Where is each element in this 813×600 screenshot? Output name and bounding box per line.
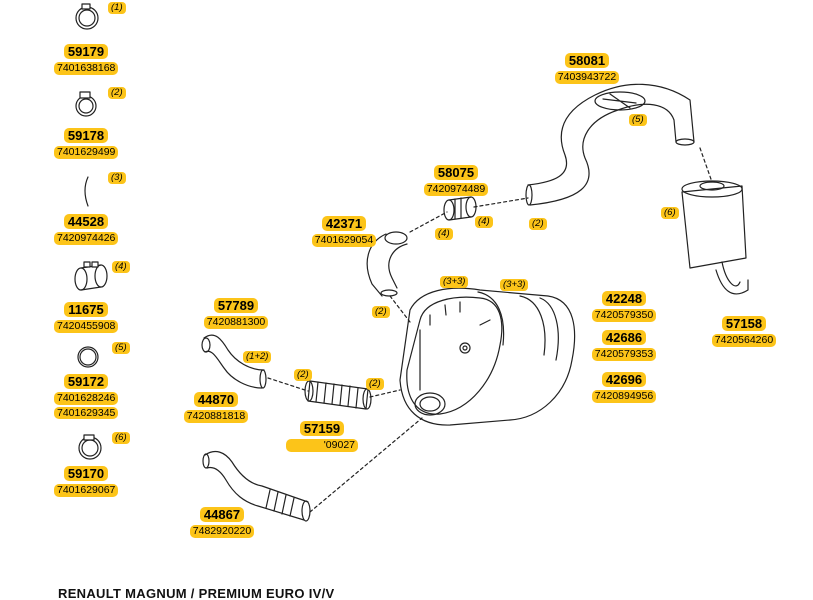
- legend-code: 59178: [63, 128, 109, 143]
- part-label: 42371 7401629054: [304, 216, 384, 247]
- legend-code: 59170: [63, 466, 109, 481]
- legend-item: 59178 7401629499: [54, 128, 119, 159]
- lower-flex-pipe-part: [202, 450, 311, 522]
- quantity-tag: (5): [112, 342, 130, 355]
- quantity-tag: (3+3): [440, 276, 469, 289]
- part-number: 7403943722: [554, 71, 620, 84]
- part-code: 58081: [564, 53, 610, 68]
- quantity-tag: (4): [112, 261, 130, 274]
- part-number: '09027: [286, 439, 358, 452]
- legend-code: 59179: [63, 44, 109, 59]
- part-code: 57789: [213, 298, 259, 313]
- filter-cartridge-part: [681, 180, 749, 295]
- quantity-tag: (5): [629, 114, 647, 127]
- hose-clamp-ring-icon: [75, 3, 99, 30]
- muffler-body-part: [399, 287, 576, 426]
- part-code: 44867: [199, 507, 245, 522]
- part-number: 7420579350: [591, 309, 657, 322]
- quantity-tag: (2): [372, 306, 390, 319]
- elbow-pipe-part: [366, 231, 408, 297]
- legend-item: 59179 7401638168: [54, 44, 119, 75]
- band-clamp-icon: [77, 346, 99, 368]
- quantity-tag: (2): [294, 369, 312, 382]
- part-number: 7482920220: [189, 525, 255, 538]
- part-code: 42696: [601, 372, 647, 387]
- quantity-tag: (6): [112, 432, 130, 445]
- legend-part-number: 7420974426: [54, 232, 119, 245]
- worm-drive-clamp-icon: [75, 91, 97, 117]
- part-label: 58075 7420974489: [416, 165, 496, 196]
- part-code: 42686: [601, 330, 647, 345]
- part-code: 42248: [601, 291, 647, 306]
- part-number: 7420881300: [203, 316, 269, 329]
- clamp-sleeve-part: [443, 196, 477, 221]
- legend-code: 59172: [63, 374, 109, 389]
- sleeve-clamp-icon: [74, 261, 108, 291]
- part-label: 57159 '09027: [282, 421, 362, 452]
- quantity-tag: (2): [529, 218, 547, 231]
- part-number: 7420564260: [711, 334, 777, 347]
- part-label: 57789 7420881300: [196, 298, 276, 329]
- part-label: 42696 7420894956: [584, 372, 664, 403]
- quantity-tag: (6): [661, 207, 679, 220]
- vehicle-model-title: RENAULT MAGNUM / PREMIUM EURO IV/V: [58, 586, 335, 600]
- quantity-tag: (1+2): [243, 351, 272, 364]
- legend-code: 11675: [64, 302, 108, 317]
- part-label: 42686 7420579353: [584, 330, 664, 361]
- legend-item: 59172 7401628246 7401629345: [54, 374, 119, 419]
- part-label: 57158 7420564260: [704, 316, 784, 347]
- part-label: 44867 7482920220: [182, 507, 262, 538]
- part-code: 57159: [299, 421, 345, 436]
- part-label: 44870 7420881818: [176, 392, 256, 423]
- part-number: 7420579353: [591, 348, 657, 361]
- flexible-hose-part: [304, 380, 372, 410]
- quantity-tag: (3): [108, 172, 126, 185]
- legend-part-number: 7401629067: [54, 484, 119, 497]
- upper-bent-pipe-part: [525, 83, 695, 206]
- quantity-tag: (2): [108, 87, 126, 100]
- part-code: 57158: [721, 316, 767, 331]
- assembly-guide-lines: [267, 147, 713, 513]
- part-code: 42371: [321, 216, 367, 231]
- bolt-clamp-icon: [78, 434, 102, 460]
- legend-item: 59170 7401629067: [54, 466, 119, 497]
- legend-part-number: 7401628246: [54, 392, 119, 405]
- quantity-tag: (2): [366, 378, 384, 391]
- legend-part-number: 7420455908: [54, 320, 119, 333]
- gasket-strip-icon: [84, 176, 89, 207]
- part-number: 7420881818: [183, 410, 249, 423]
- inlet-bent-pipe-part: [201, 334, 267, 389]
- legend-item: 11675 7420455908: [54, 302, 119, 333]
- part-number: 7420974489: [423, 183, 489, 196]
- quantity-tag: (1): [108, 2, 126, 15]
- legend-item: 44528 7420974426: [54, 214, 119, 245]
- part-label: 42248 7420579350: [584, 291, 664, 322]
- part-number: 7420894956: [591, 390, 657, 403]
- legend-code: 44528: [63, 214, 109, 229]
- legend-part-number: 7401638168: [54, 62, 119, 75]
- quantity-tag: (4): [435, 228, 453, 241]
- part-label: 58081 7403943722: [547, 53, 627, 84]
- part-number: 7401629054: [311, 234, 377, 247]
- legend-part-number: 7401629345: [54, 406, 119, 419]
- quantity-tag: (3+3): [500, 279, 529, 292]
- part-code: 58075: [433, 165, 479, 180]
- legend-part-number: 7401629499: [54, 146, 119, 159]
- quantity-tag: (4): [475, 216, 493, 229]
- part-code: 44870: [193, 392, 239, 407]
